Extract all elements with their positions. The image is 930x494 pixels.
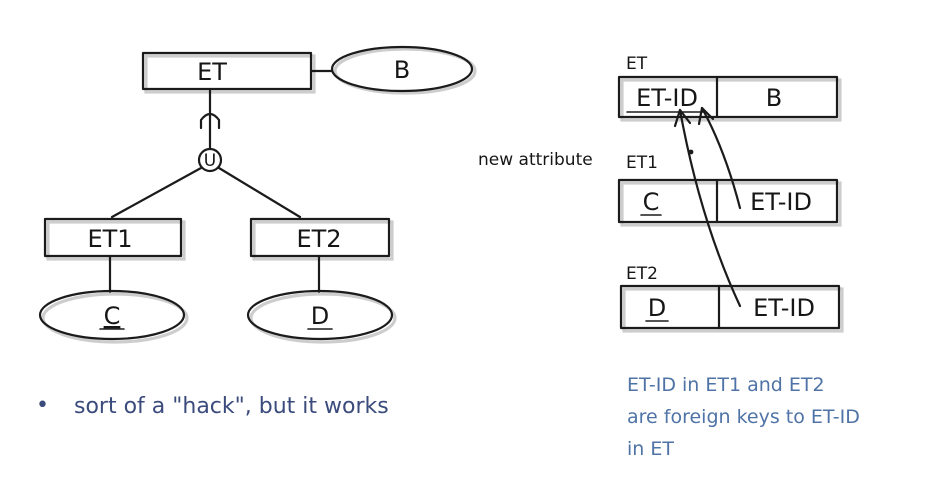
foreign-key-arrows: [673, 106, 742, 308]
entity-et: ET: [141, 51, 316, 94]
attribute-c: C: [38, 289, 189, 344]
attribute-c-label: C: [104, 302, 121, 330]
table-et2: ET2 D ET-ID: [619, 264, 844, 333]
table-et2-col-d: D: [648, 294, 666, 322]
fk-note-line-2: are foreign keys to ET-ID: [627, 406, 860, 428]
entity-et1-box: [43, 217, 183, 258]
attribute-d-ellipse: [246, 289, 394, 341]
union-label: U: [204, 151, 216, 171]
attribute-d: D: [246, 289, 397, 344]
table-et1: ET1 C ET-ID: [617, 153, 842, 227]
entity-et2: ET2: [249, 217, 394, 261]
fk-note-line-1: ET-ID in ET1 and ET2: [627, 374, 825, 396]
fk-arrow-et1: [700, 106, 742, 210]
table-et-name: ET: [626, 54, 648, 74]
new-attribute-label: new attribute: [478, 150, 593, 170]
bullet: •: [36, 393, 49, 418]
entity-et-label: ET: [197, 58, 227, 86]
entity-et1: ET1: [43, 217, 186, 261]
hack-note-text: sort of a "hack", but it works: [74, 394, 389, 419]
entity-et2-label: ET2: [296, 225, 341, 253]
table-et-col-etid: ET-ID: [636, 84, 698, 112]
table-et-box: [617, 75, 839, 119]
marker-dot: [688, 149, 694, 155]
union-et2-link: [217, 166, 302, 219]
table-et2-name: ET2: [626, 264, 658, 284]
hack-note: • sort of a "hack", but it works: [36, 393, 389, 419]
attribute-c-ellipse: [38, 289, 186, 341]
table-et1-col-c: C: [643, 188, 660, 216]
table-et1-name: ET1: [626, 153, 658, 173]
union-node: U: [197, 147, 223, 173]
table-et1-box: [617, 178, 839, 224]
entity-et1-label: ET1: [87, 225, 132, 253]
union-circle: [197, 147, 223, 173]
table-et1-col-etid: ET-ID: [750, 188, 812, 216]
attribute-b-label: B: [394, 56, 410, 84]
er-diagram: ET B U ET1 ET2: [38, 45, 477, 344]
attribute-d-label: D: [311, 302, 329, 330]
relational-schema: ET ET-ID B new attribute ET1 C ET-ID ET2: [478, 54, 844, 333]
entity-et-box: [141, 51, 313, 91]
attribute-b: B: [330, 45, 477, 95]
subset-symbol: [199, 112, 221, 130]
union-et1-link: [110, 166, 203, 219]
fk-note-line-3: in ET: [627, 438, 674, 460]
table-et: ET ET-ID B: [617, 54, 842, 122]
table-et-col-b: B: [766, 84, 782, 112]
attribute-b-ellipse: [330, 45, 474, 93]
fk-arrow-et2: [678, 108, 742, 308]
table-et2-col-etid: ET-ID: [753, 294, 815, 322]
foreign-key-note: ET-ID in ET1 and ET2 are foreign keys to…: [627, 374, 860, 460]
